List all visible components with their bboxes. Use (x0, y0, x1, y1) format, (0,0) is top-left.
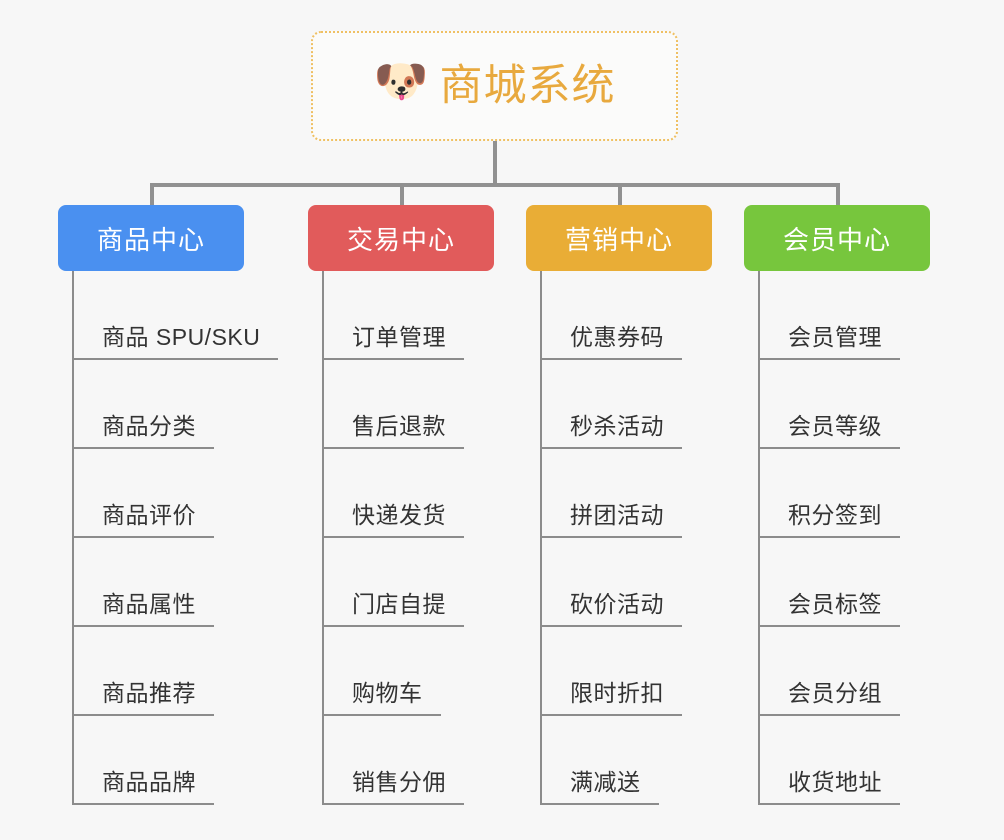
leaf-label: 商品品牌 (102, 768, 196, 795)
leaf-label: 商品推荐 (102, 679, 196, 706)
list-item[interactable]: 订单管理 (322, 271, 494, 360)
category-label-3: 营销中心 (564, 224, 673, 255)
list-item[interactable]: 商品分类 (72, 360, 278, 449)
category-box-4[interactable]: 会员中心 (744, 205, 930, 271)
branch-trunk-2 (322, 271, 324, 805)
branch-list-3: 优惠券码 秒杀活动 拼团活动 砍价活动 限时折扣 满减送 (540, 271, 712, 805)
leaf-label: 门店自提 (352, 590, 446, 617)
leaf-label: 会员等级 (788, 412, 882, 439)
connector-root-stem (493, 141, 497, 185)
root-node[interactable]: 🐶 商城系统 (311, 31, 678, 141)
leaf-label: 限时折扣 (570, 679, 664, 706)
leaf-label: 商品 SPU/SKU (102, 323, 261, 350)
leaf-label: 会员管理 (788, 323, 882, 350)
list-item[interactable]: 砍价活动 (540, 538, 712, 627)
list-item[interactable]: 门店自提 (322, 538, 494, 627)
leaf-label: 砍价活动 (570, 590, 664, 617)
leaf-label: 优惠券码 (570, 323, 664, 350)
leaf-label: 秒杀活动 (570, 412, 664, 439)
list-item[interactable]: 商品推荐 (72, 627, 278, 716)
leaf-label: 销售分佣 (352, 768, 446, 795)
category-box-2[interactable]: 交易中心 (308, 205, 494, 271)
leaf-label: 售后退款 (352, 412, 446, 439)
connector-drop-1 (150, 183, 154, 205)
leaf-label: 积分签到 (788, 501, 882, 528)
branch-column-1: 商品中心 商品 SPU/SKU 商品分类 商品评价 商品属性 商品推荐 商品品牌 (58, 205, 279, 805)
branch-column-3: 营销中心 优惠券码 秒杀活动 拼团活动 砍价活动 限时折扣 满减送 (526, 205, 712, 805)
branch-trunk-4 (758, 271, 760, 805)
list-item[interactable]: 收货地址 (758, 716, 930, 805)
list-item[interactable]: 优惠券码 (540, 271, 712, 360)
branch-trunk-1 (72, 271, 74, 805)
list-item[interactable]: 快递发货 (322, 449, 494, 538)
list-item[interactable]: 会员管理 (758, 271, 930, 360)
leaf-label: 满减送 (570, 768, 641, 795)
category-label-1: 商品中心 (96, 224, 205, 255)
leaf-label: 购物车 (352, 679, 423, 706)
branch-list-2: 订单管理 售后退款 快递发货 门店自提 购物车 销售分佣 (322, 271, 494, 805)
list-item[interactable]: 商品评价 (72, 449, 278, 538)
list-item[interactable]: 购物车 (322, 627, 494, 716)
list-item[interactable]: 会员等级 (758, 360, 930, 449)
list-item[interactable]: 商品品牌 (72, 716, 278, 805)
branch-list-1: 商品 SPU/SKU 商品分类 商品评价 商品属性 商品推荐 商品品牌 (72, 271, 279, 805)
branch-trunk-3 (540, 271, 542, 805)
leaf-label: 订单管理 (352, 323, 446, 350)
leaf-label: 快递发货 (352, 501, 446, 528)
branch-list-4: 会员管理 会员等级 积分签到 会员标签 会员分组 收货地址 (758, 271, 930, 805)
list-item[interactable]: 会员标签 (758, 538, 930, 627)
connector-drop-2 (400, 183, 404, 205)
list-item[interactable]: 会员分组 (758, 627, 930, 716)
list-item[interactable]: 商品 SPU/SKU (72, 271, 279, 360)
leaf-label: 商品属性 (102, 590, 196, 617)
branch-column-4: 会员中心 会员管理 会员等级 积分签到 会员标签 会员分组 收货地址 (744, 205, 930, 805)
leaf-label: 商品分类 (102, 412, 196, 439)
list-item[interactable]: 积分签到 (758, 449, 930, 538)
branch-column-2: 交易中心 订单管理 售后退款 快递发货 门店自提 购物车 销售分佣 (308, 205, 494, 805)
dog-face-icon: 🐶 (373, 57, 429, 106)
root-title: 商城系统 (439, 61, 616, 110)
connector-drop-4 (836, 183, 840, 205)
leaf-label: 收货地址 (788, 768, 882, 795)
connector-drop-3 (618, 183, 622, 205)
category-label-4: 会员中心 (782, 224, 891, 255)
list-item[interactable]: 秒杀活动 (540, 360, 712, 449)
list-item[interactable]: 限时折扣 (540, 627, 712, 716)
list-item[interactable]: 销售分佣 (322, 716, 494, 805)
list-item[interactable]: 拼团活动 (540, 449, 712, 538)
leaf-label: 会员标签 (788, 590, 882, 617)
category-box-3[interactable]: 营销中心 (526, 205, 712, 271)
connector-horizontal-bus (150, 183, 840, 187)
leaf-label: 拼团活动 (570, 501, 664, 528)
list-item[interactable]: 商品属性 (72, 538, 278, 627)
category-box-1[interactable]: 商品中心 (58, 205, 244, 271)
leaf-label: 会员分组 (788, 679, 882, 706)
leaf-label: 商品评价 (102, 501, 196, 528)
category-label-2: 交易中心 (346, 224, 455, 255)
list-item[interactable]: 售后退款 (322, 360, 494, 449)
list-item[interactable]: 满减送 (540, 716, 712, 805)
